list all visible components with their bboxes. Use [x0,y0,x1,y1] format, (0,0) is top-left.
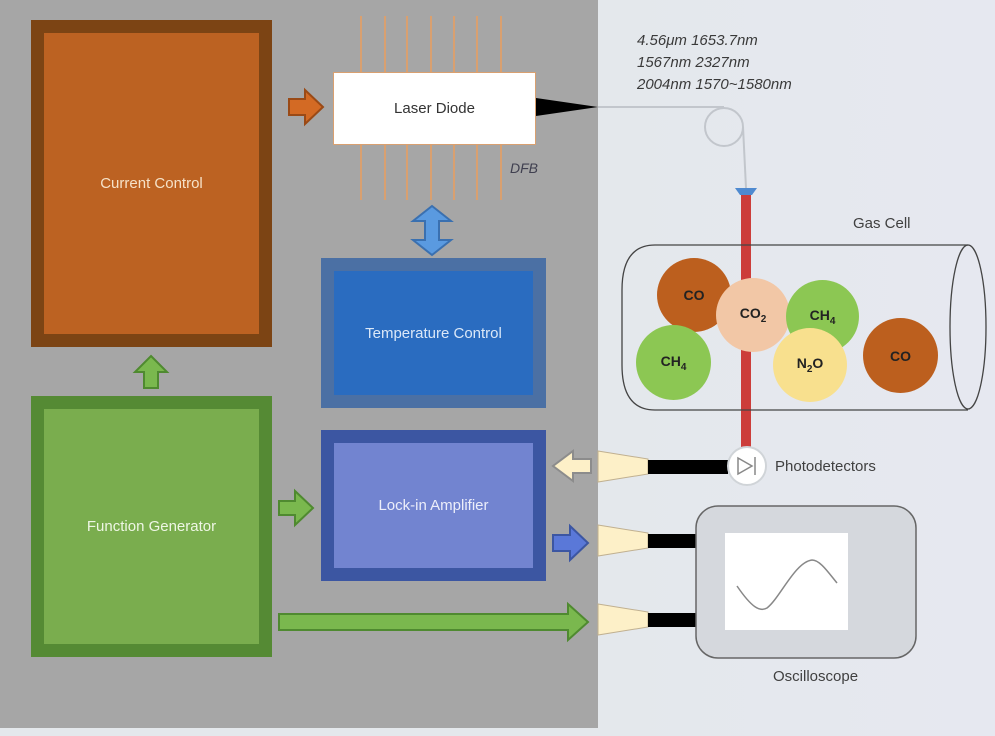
cable [648,534,698,548]
gas-cell-end [949,244,987,410]
molecule-co: CO [863,318,938,393]
arrow-photodetector-to-lockin [551,449,592,483]
molecule-formula: CH4 [660,352,687,373]
laser-output-taper [536,98,598,116]
arrow-laser-temperature [410,204,454,257]
temperature-control-block: Temperature Control [321,258,546,408]
current-control-block: Current Control [31,20,272,347]
laser-diode-pins [360,16,502,200]
oscilloscope-screen [725,533,848,630]
photodetectors-label: Photodetectors [775,458,876,475]
molecule-formula: CO2 [739,305,767,325]
lockin-amplifier-block: Lock-in Amplifier [321,430,546,581]
connector [597,450,649,483]
function-generator-block: Function Generator [31,396,272,657]
photodetector-icon [727,446,767,486]
molecule-formula: N2O [796,355,824,375]
wavelength-line: 4.56μm 1653.7nm [637,32,758,49]
cable [648,460,728,474]
diode-symbol [737,456,756,476]
wavelength-line: 1567nm 2327nm [637,54,750,71]
laser-diode-block: Laser Diode [333,72,536,145]
current-control-label: Current Control [100,175,203,192]
gas-cell-label: Gas Cell [853,215,911,232]
lockin-amplifier-label: Lock-in Amplifier [378,497,489,514]
temperature-control-label: Temperature Control [365,324,502,342]
molecule-formula: CO [683,287,705,303]
optical-fiber-down [742,126,747,189]
sine-wave-trace [736,559,838,611]
molecule-co2: CO2 [716,278,790,352]
function-generator-label: Function Generator [86,518,217,535]
wavelength-list: 4.56μm 1653.7nm 1567nm 2327nm 2004nm 157… [637,30,792,96]
connector [597,524,649,557]
dfb-label: DFB [510,160,538,176]
arrow-fg-to-lockin [278,488,315,528]
arrow-fg-to-current [132,354,170,389]
arrow-fg-to-oscilloscope [278,601,590,643]
collimator-icon [735,188,757,195]
laser-diode-label: Laser Diode [394,100,475,117]
cable [648,613,698,627]
molecule-ch4: CH4 [636,325,711,400]
molecule-n2o: N2O [773,328,847,402]
molecule-formula: CH4 [809,306,836,327]
arrow-current-to-laser [288,87,325,127]
oscilloscope-label: Oscilloscope [773,668,859,685]
wavelength-line: 2004nm 1570~1580nm [637,76,792,93]
arrow-lockin-to-oscilloscope [552,523,590,563]
gas-cell-body [621,244,968,411]
fiber-loop [704,107,744,147]
connector [597,603,649,636]
molecule-formula: CO [890,347,911,364]
